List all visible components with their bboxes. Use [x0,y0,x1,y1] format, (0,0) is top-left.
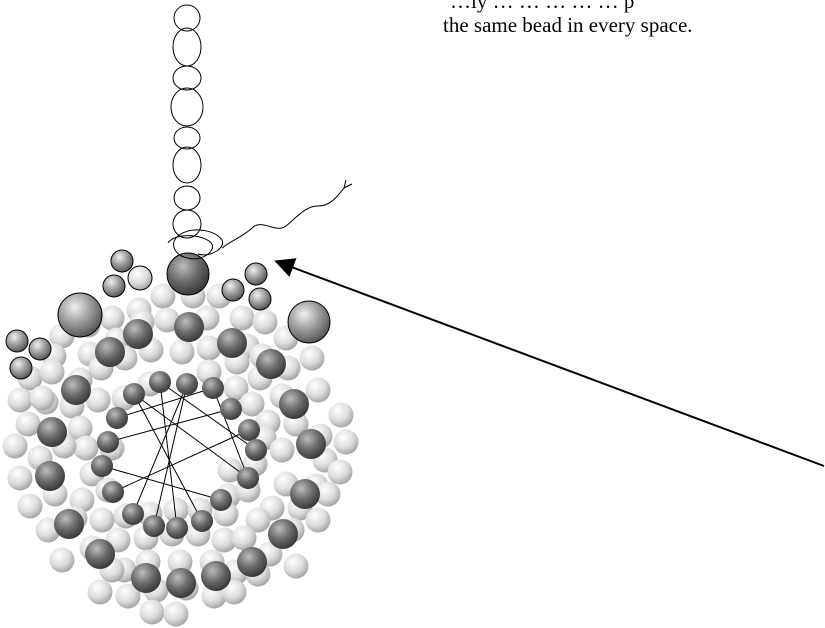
inner-bead [238,419,260,441]
thread-arrow-icon [344,180,352,188]
inner-bead [220,398,242,420]
light-bead [40,360,65,385]
inner-bead [149,371,171,393]
chain-bead [174,186,200,210]
dark-bead [268,519,298,549]
outlined-bead [222,279,244,301]
outlined-bead [249,288,271,310]
light-bead [90,508,115,533]
dark-bead [217,328,247,358]
light-bead [306,508,331,533]
outlined-bead [288,301,330,343]
chain-bead [171,88,203,126]
dark-bead [296,429,326,459]
inner-bead [102,481,124,503]
light-bead [170,340,195,365]
outlined-bead [29,338,51,360]
inner-bead [91,455,113,477]
inner-bead [166,517,188,539]
light-bead [100,306,125,331]
light-bead [329,403,354,428]
inner-bead [97,431,119,453]
light-bead [300,346,325,371]
dark-bead [37,417,67,447]
inner-bead [106,407,128,429]
light-bead [230,306,255,331]
dark-bead [174,312,204,342]
outlined-bead [167,253,209,295]
thread-line [133,384,187,514]
dark-bead [85,539,115,569]
dark-bead [290,479,320,509]
dark-bead [123,319,153,349]
chain-bead [173,147,201,183]
inner-bead [122,503,144,525]
light-bead [16,412,41,437]
thread-path [168,188,344,259]
outlined-bead [103,275,125,297]
light-bead [284,554,309,579]
light-bead [88,580,113,605]
light-bead [334,430,359,455]
dark-bead [237,547,267,577]
chain-bead [174,5,200,31]
inner-bead [210,489,232,511]
light-bead [140,600,165,625]
outlined-bead [111,250,133,272]
dark-bead [256,349,286,379]
light-bead [306,378,331,403]
inner-bead [237,467,259,489]
light-bead [3,434,28,459]
outlined-bead [58,293,102,337]
chain-bead [173,210,201,238]
inner-bead [123,383,145,405]
light-bead [232,526,257,551]
inner-bead [202,377,224,399]
outlined-bead [128,266,152,290]
outlined-bead [6,330,28,352]
dark-bead [61,375,91,405]
chain-bead [174,127,200,149]
dark-bead [131,563,161,593]
outlined-bead [10,357,32,379]
light-bead [30,386,55,411]
dark-bead [279,389,309,419]
chain-bead [173,66,201,90]
chain-bead [173,28,201,66]
light-bead [50,548,75,573]
dark-bead [54,509,84,539]
inner-bead [245,439,267,461]
dark-bead [35,461,65,491]
light-bead [164,602,189,627]
arrow-icon [278,262,824,466]
outlined-bead [245,263,267,285]
dark-bead [201,561,231,591]
light-bead [328,460,353,485]
light-bead [270,438,295,463]
dark-bead [166,568,196,598]
light-bead [8,388,33,413]
light-bead [18,494,43,519]
inner-bead [176,373,198,395]
inner-bead [191,510,213,532]
light-bead [253,310,278,335]
bead-chain [171,5,203,238]
inner-bead [143,515,165,537]
light-bead [74,436,99,461]
light-bead [8,466,33,491]
dark-bead [95,337,125,367]
